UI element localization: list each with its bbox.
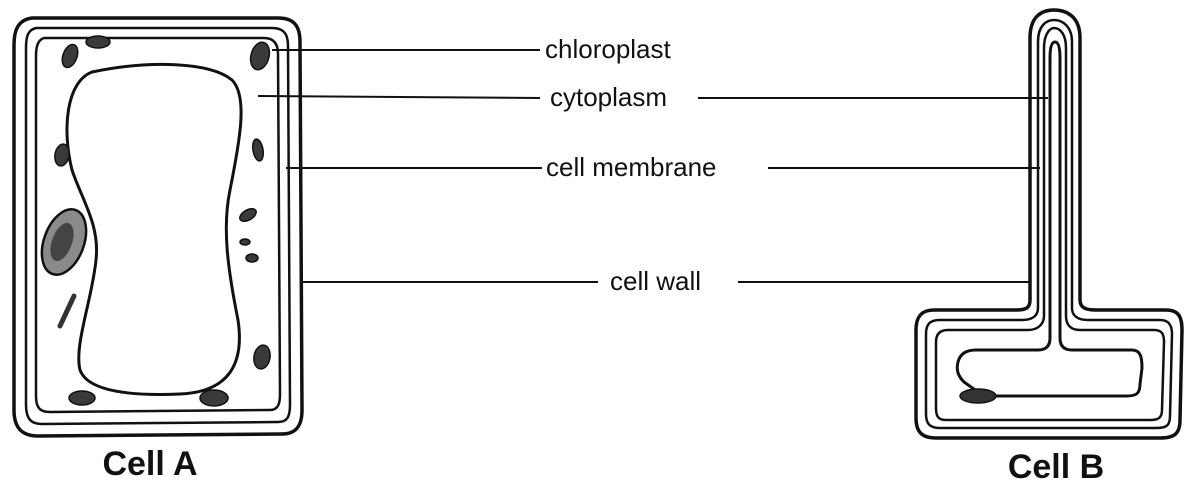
cell-b-nucleus (960, 389, 996, 403)
label-cell-membrane: cell membrane (546, 152, 717, 182)
cell-b (916, 10, 1182, 438)
cell-a-chloroplast (248, 40, 273, 72)
cell-a-chloroplast (200, 390, 228, 406)
label-chloroplast: chloroplast (545, 34, 672, 64)
cell-a-chloroplast (86, 36, 110, 48)
label-cytoplasm: cytoplasm (550, 82, 667, 112)
cell-a-mitochondrion (60, 296, 74, 326)
cell-a-chloroplast (240, 239, 250, 245)
cell-a-chloroplast (53, 143, 71, 167)
cell-b-title: Cell B (1008, 448, 1104, 482)
cell-a-chloroplast (252, 344, 272, 370)
cell-a-title: Cell A (102, 445, 197, 482)
cell-a-chloroplast (246, 254, 258, 262)
cell-a-chloroplast (251, 138, 265, 161)
cell-a-chloroplast (238, 206, 259, 224)
cell-a-chloroplast (59, 42, 80, 69)
label-cell-wall: cell wall (610, 266, 701, 296)
cell-a (14, 18, 302, 436)
cell-b-vacuole (957, 42, 1142, 396)
cell-a-vacuole (67, 64, 241, 394)
cell-a-chloroplast (69, 391, 95, 405)
